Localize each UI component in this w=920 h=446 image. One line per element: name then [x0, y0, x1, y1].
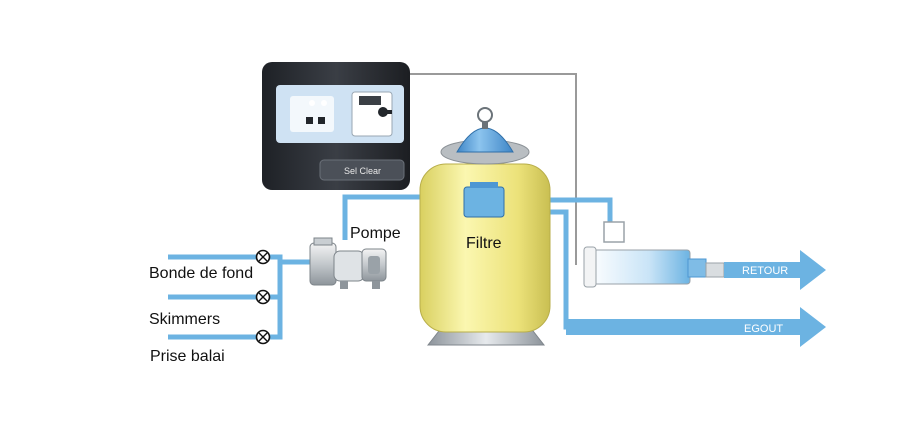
chlorinator-cell[interactable] — [583, 221, 725, 288]
sand-filter[interactable] — [419, 107, 551, 346]
main-drain-label: Bonde de fond — [149, 265, 253, 282]
valve-main-drain[interactable] — [255, 249, 271, 265]
pump-label: Pompe — [350, 225, 401, 242]
valve-vacuum-point[interactable] — [255, 329, 271, 345]
pump[interactable] — [309, 237, 387, 289]
controller-brand: Sel Clear — [344, 166, 381, 176]
filter-label: Filtre — [466, 235, 502, 252]
salt-chlorinator-controller[interactable]: Sel Clear — [262, 62, 410, 190]
waste-label: EGOUT — [744, 323, 783, 335]
suction-lines — [168, 254, 316, 340]
vacuum-point-label: Prise balai — [150, 348, 225, 365]
waste-arrow: EGOUT — [566, 307, 826, 347]
skimmers-label: Skimmers — [149, 311, 220, 328]
return-arrow: RETOUR — [724, 250, 826, 290]
return-label: RETOUR — [742, 265, 788, 277]
valve-skimmers[interactable] — [255, 289, 271, 305]
